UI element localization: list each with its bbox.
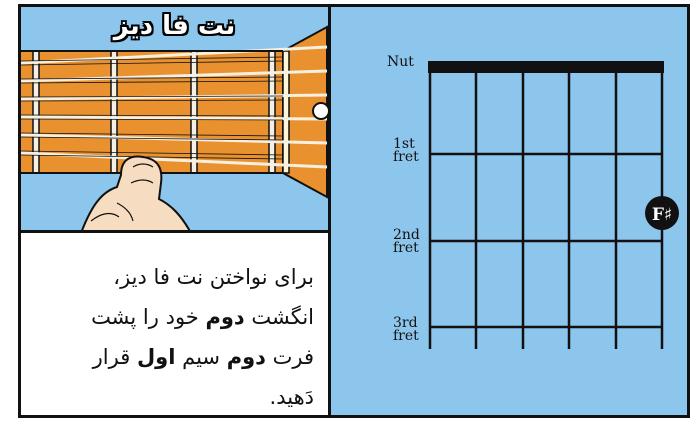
guitar-illustration: نت فا دیز	[21, 7, 328, 233]
fret-lines	[430, 154, 662, 327]
caption-line-4: دَهید.	[35, 377, 314, 415]
caption-line-2: انگشت دوم خود را پشت	[35, 297, 314, 337]
nut	[283, 51, 289, 173]
nut-bar	[428, 61, 664, 73]
string-lines	[430, 67, 662, 349]
note-marker-label: F♯	[652, 205, 672, 225]
tuning-peg-icon	[313, 103, 328, 119]
note-marker: F♯	[645, 196, 679, 230]
fret-grid: F♯	[331, 7, 687, 415]
instruction-caption: برای نواختن نت فا دیز، انگشت دوم خود را …	[21, 235, 328, 415]
page-title: نت فا دیز	[21, 11, 328, 41]
lesson-card: نت فا دیز برای نواختن نت فا دیز، انگشت د…	[18, 4, 690, 418]
caption-line-1: برای نواختن نت فا دیز،	[35, 257, 314, 297]
left-panel: نت فا دیز برای نواختن نت فا دیز، انگشت د…	[21, 7, 331, 415]
caption-line-3: فرت دوم سیم اول قرار	[35, 337, 314, 377]
